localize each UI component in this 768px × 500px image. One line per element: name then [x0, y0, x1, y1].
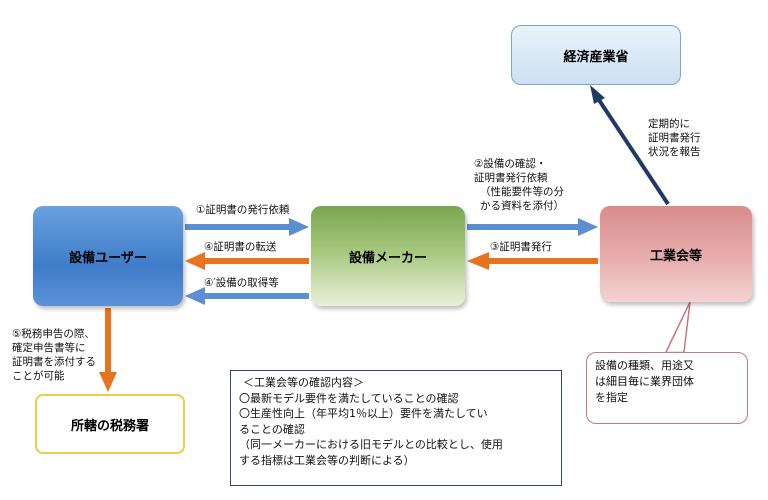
- callout-line: 設備の種類、用途又: [595, 359, 694, 372]
- arrow-request-certificate: [185, 218, 309, 236]
- callout-pointer: [664, 301, 691, 355]
- arrow-forward-certificate: [185, 252, 309, 270]
- confirm-line: 〇生産性向上（年平均1％以上）要件を満たしてい: [239, 407, 488, 420]
- label-step2-line: 証明書発行依頼: [474, 172, 548, 184]
- confirmation-contents-box: ＜工業会等の確認内容＞ 〇最新モデル要件を満たしていることの確認 〇生産性向上（…: [230, 370, 562, 486]
- confirm-line: （同一メーカーにおける旧モデルとの比較とし、使用: [239, 438, 503, 451]
- arrow-issue-certificate: [467, 252, 598, 270]
- label-report-line: 証明書発行: [648, 132, 701, 144]
- label-report: 定期的に 証明書発行 状況を報告: [648, 117, 701, 159]
- confirm-title: ＜工業会等の確認内容＞: [243, 376, 364, 389]
- label-step1: ①証明書の発行依頼: [196, 204, 290, 216]
- label-step4b: ④′設備の取得等: [204, 277, 279, 289]
- label-step5-line: 証明書を添付する: [12, 356, 96, 368]
- label-step5-line: ⑤税務申告の際、: [12, 328, 95, 340]
- maker-label: 設備メーカー: [348, 250, 427, 266]
- label-step2-line: （性能要件等の分: [480, 186, 564, 198]
- maker-node: 設備メーカー: [311, 206, 465, 306]
- industry-label: 工業会等: [649, 248, 702, 264]
- confirm-line: する指標は工業会等の判断による）: [239, 453, 415, 467]
- ministry-node: 経済産業省: [511, 25, 681, 85]
- users-label: 設備ユーザー: [69, 250, 147, 266]
- confirm-line: 〇最新モデル要件を満たしていることの確認: [239, 391, 459, 405]
- label-step5-line: 確定申告書等に: [12, 342, 86, 354]
- industry-designation-callout: 設備の種類、用途又 は細目毎に業界団体 を指定: [586, 352, 748, 424]
- ministry-label: 経済産業省: [563, 49, 629, 65]
- users-node: 設備ユーザー: [33, 206, 183, 306]
- industry-node: 工業会等: [600, 206, 752, 302]
- arrow-report-to-ministry: [590, 85, 670, 206]
- callout-line: を指定: [595, 391, 628, 404]
- label-step2: ②設備の確認・ 証明書発行依頼 （性能要件等の分 かる資料を添付）: [474, 157, 564, 213]
- tax-office-node: 所轄の税務署: [35, 394, 185, 454]
- label-step2-line: かる資料を添付）: [480, 200, 564, 212]
- label-step5-line: ことが可能: [12, 370, 65, 382]
- label-step2-line: ②設備の確認・: [474, 158, 547, 170]
- label-step4: ④証明書の転送: [204, 241, 277, 253]
- arrow-tax-filing: [99, 308, 117, 392]
- arrow-acquire-equipment: [185, 287, 309, 305]
- label-report-line: 定期的に: [648, 118, 690, 130]
- arrow-confirm-request: [467, 218, 598, 236]
- confirm-line: ることの確認: [239, 422, 305, 436]
- callout-line: は細目毎に業界団体: [595, 375, 694, 388]
- label-step3: ③証明書発行: [490, 241, 552, 253]
- label-report-line: 状況を報告: [648, 146, 701, 158]
- label-step5: ⑤税務申告の際、 確定申告書等に 証明書を添付する ことが可能: [12, 327, 96, 383]
- tax-office-label: 所轄の税務署: [70, 418, 149, 434]
